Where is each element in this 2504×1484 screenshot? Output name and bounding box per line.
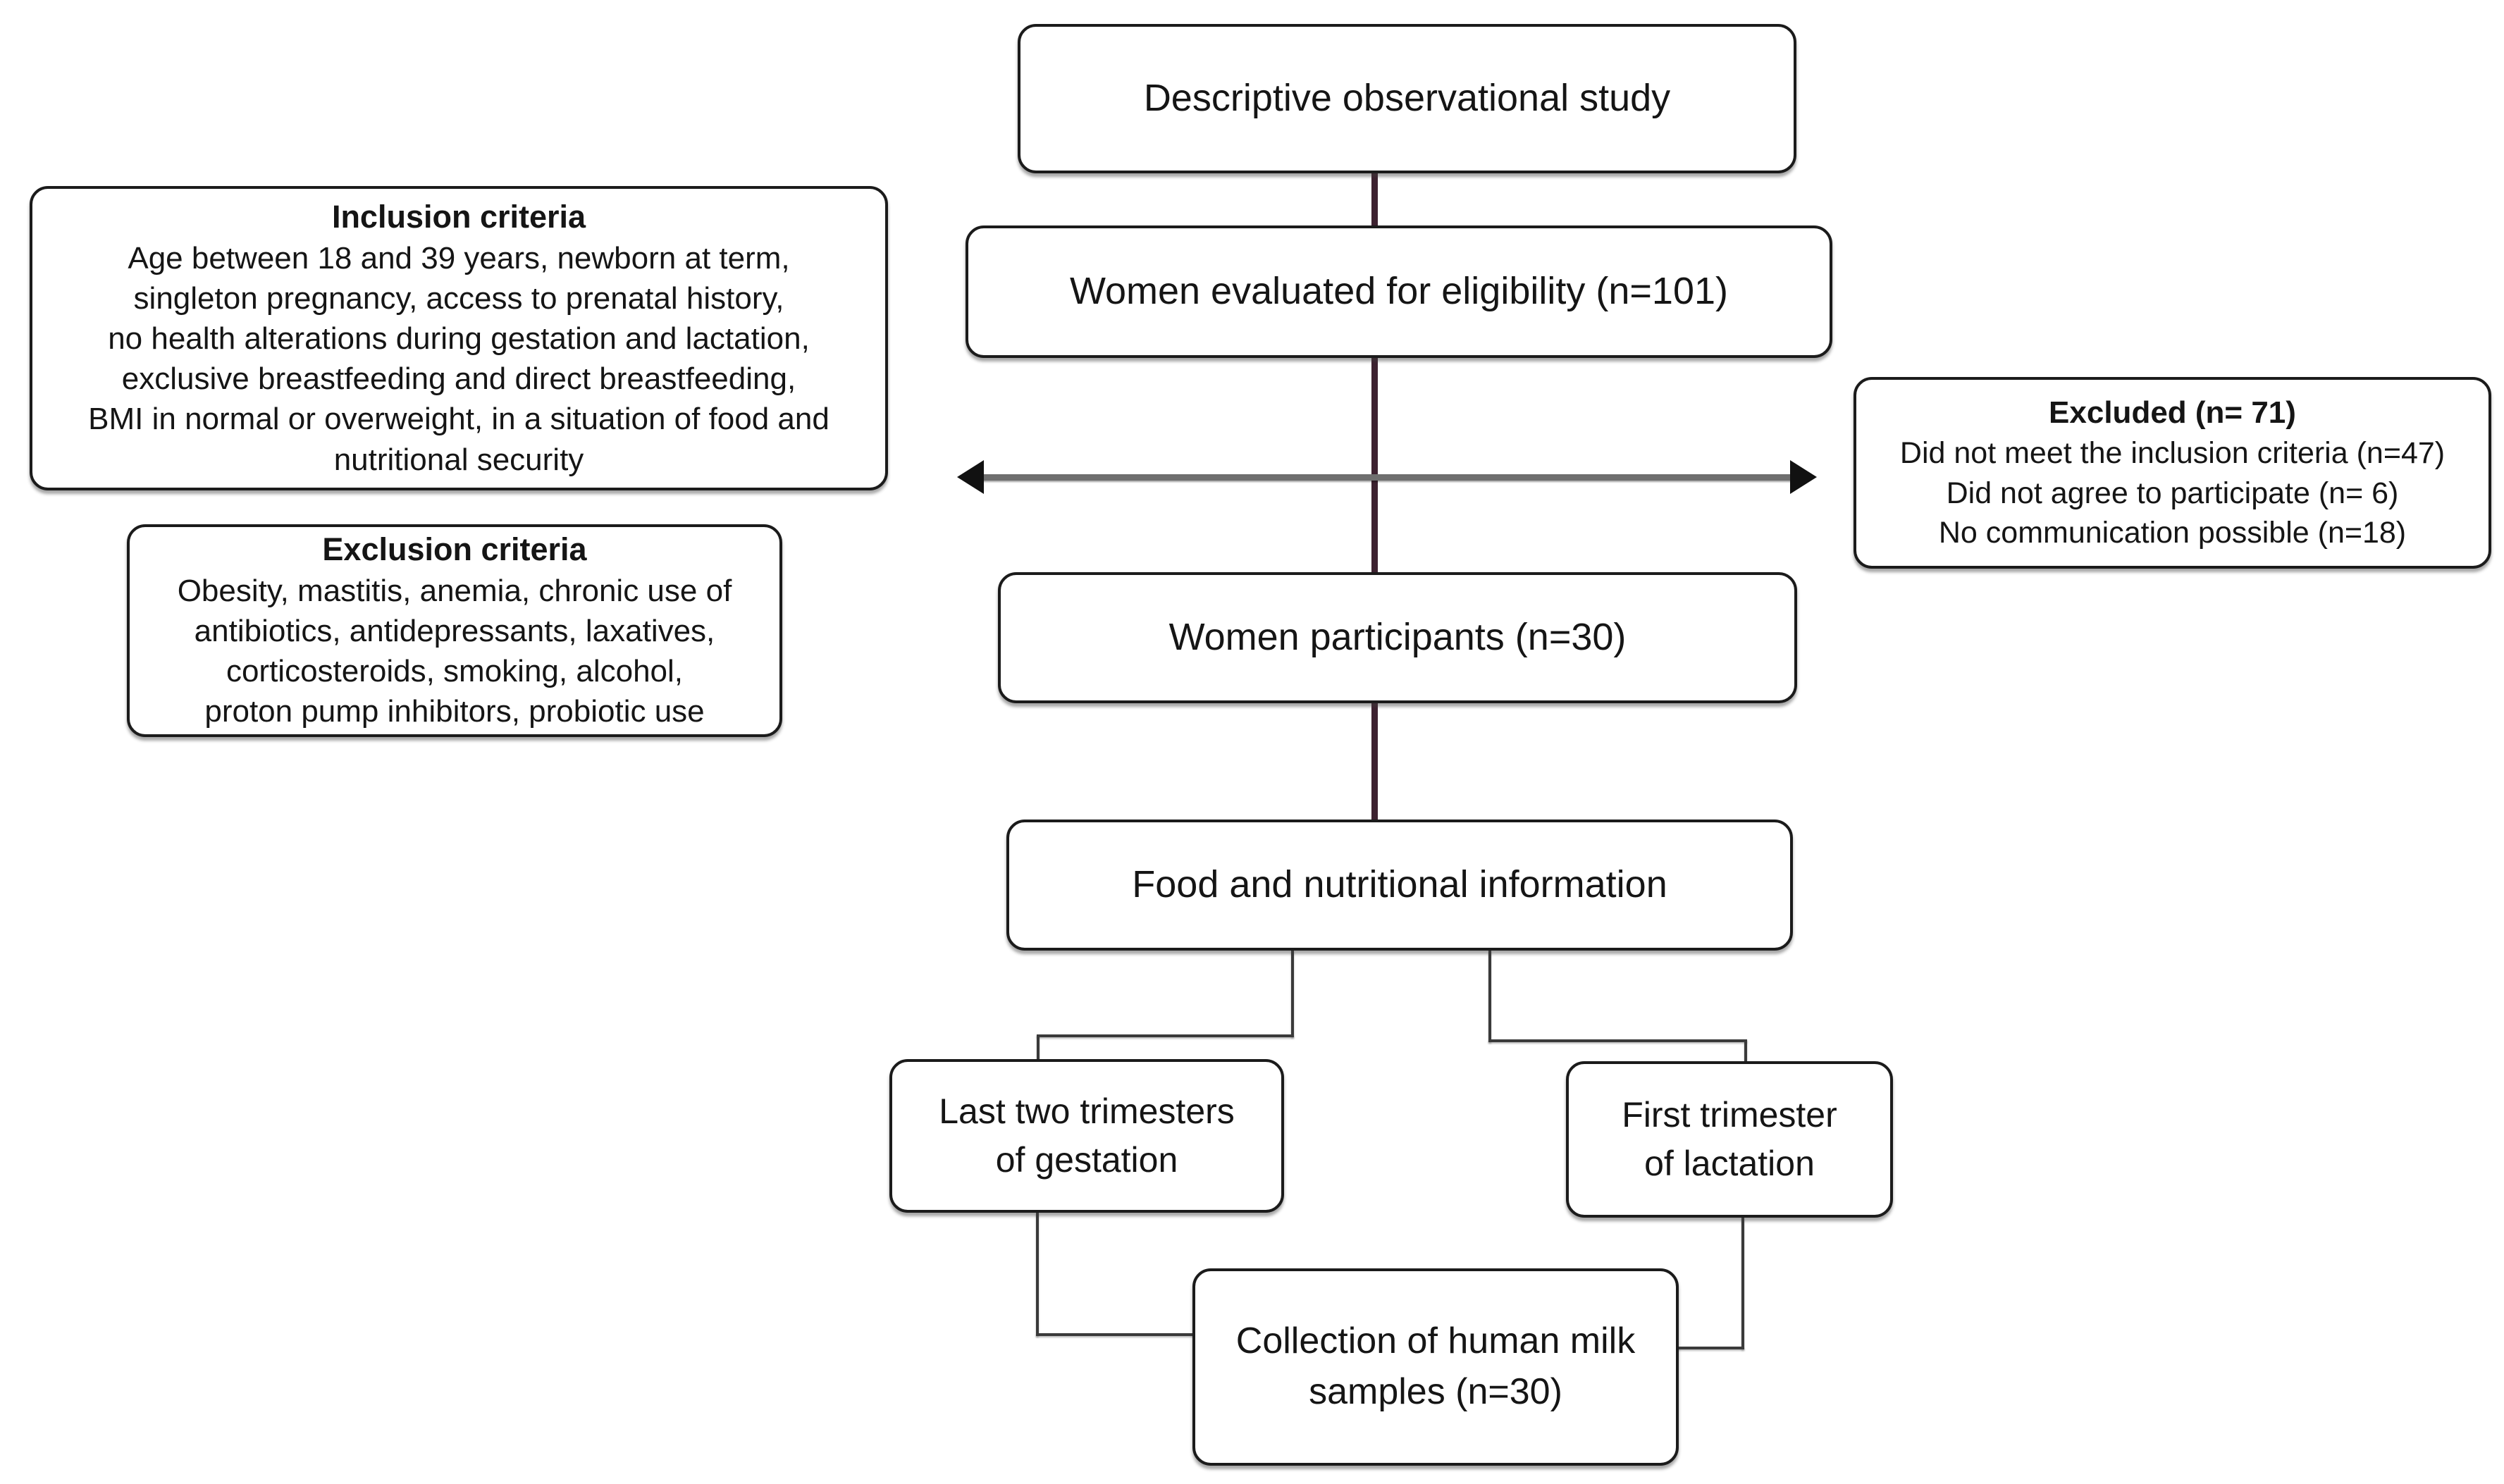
inclusion-criteria-box: Inclusion criteria Age between 18 and 39…: [30, 186, 888, 490]
food-branch-left-vertical: [1291, 951, 1294, 1037]
connector-eligibility-to-participants: [1371, 356, 1378, 574]
left-arrowhead-icon: [957, 460, 984, 494]
study-type-label: Descriptive observational study: [1143, 77, 1671, 120]
inclusion-criteria-title: Inclusion criteria: [331, 199, 586, 235]
food-branch-left-horizontal: [1037, 1034, 1294, 1037]
excluded-title: Excluded (n= 71): [2049, 395, 2296, 430]
gestation-to-collection-horizontal: [1036, 1333, 1194, 1336]
lactation-label: First trimester of lactation: [1622, 1095, 1837, 1183]
exclusion-criteria-title: Exclusion criteria: [322, 531, 587, 568]
lactation-to-collection-horizontal: [1675, 1347, 1744, 1349]
eligibility-box: Women evaluated for eligibility (n=101): [966, 225, 1832, 358]
inclusion-criteria-body: Age between 18 and 39 years, newborn at …: [88, 240, 829, 477]
participants-box: Women participants (n=30): [998, 572, 1797, 703]
gestation-to-collection-vertical: [1036, 1213, 1039, 1336]
exclusion-arrow-line: [981, 474, 1793, 481]
study-type-box: Descriptive observational study: [1018, 24, 1796, 173]
excluded-body: Did not meet the inclusion criteria (n=4…: [1899, 435, 2446, 550]
participants-label: Women participants (n=30): [1168, 616, 1627, 659]
food-branch-right-horizontal: [1488, 1039, 1747, 1042]
food-information-label: Food and nutritional information: [1132, 863, 1667, 906]
gestation-box: Last two trimesters of gestation: [889, 1059, 1284, 1213]
exclusion-criteria-body: Obesity, mastitis, anemia, chronic use o…: [177, 573, 732, 729]
gestation-drop-vertical: [1037, 1034, 1040, 1063]
exclusion-criteria-box: Exclusion criteria Obesity, mastitis, an…: [127, 524, 782, 737]
excluded-box: Excluded (n= 71) Did not meet the inclus…: [1854, 377, 2491, 569]
eligibility-label: Women evaluated for eligibility (n=101): [1069, 270, 1728, 313]
gestation-label: Last two trimesters of gestation: [939, 1092, 1235, 1180]
collection-label: Collection of human milk samples (n=30): [1235, 1321, 1636, 1412]
lactation-drop-vertical: [1744, 1039, 1747, 1065]
lactation-box: First trimester of lactation: [1566, 1061, 1893, 1218]
connector-top-to-eligibility: [1371, 171, 1378, 228]
right-arrowhead-icon: [1790, 460, 1817, 494]
collection-box: Collection of human milk samples (n=30): [1192, 1268, 1679, 1466]
food-branch-right-vertical: [1488, 951, 1491, 1042]
food-information-box: Food and nutritional information: [1006, 820, 1793, 951]
connector-participants-to-food: [1371, 701, 1378, 822]
lactation-to-collection-vertical: [1741, 1218, 1744, 1349]
